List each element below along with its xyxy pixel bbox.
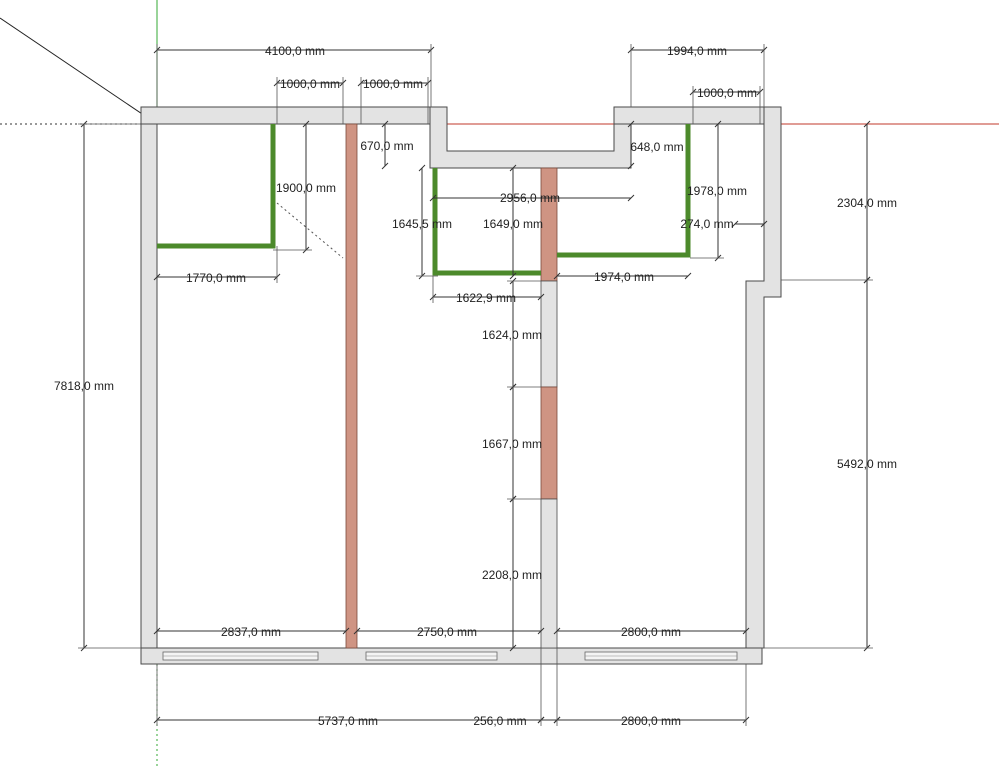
dim-wall-1667: 1667,0 mm [482, 437, 542, 451]
dim-right-5492-start-tick [863, 276, 871, 284]
dim-room-2837: 2837,0 mm [221, 625, 281, 639]
dim-niche-2956: 2956,0 mm [500, 191, 560, 205]
outer-walls [140, 106, 782, 665]
dim-niche-648: 648,0 mm [630, 140, 683, 154]
wall-niche [429, 106, 632, 169]
dim-niche-2956-end-tick [627, 194, 635, 202]
dim-box-1649: 1649,0 mm [483, 217, 543, 231]
dim-bottom-5737: 5737,0 mm [318, 714, 378, 728]
diagonal-dotted-line [276, 202, 344, 259]
partition-middle-top [540, 167, 558, 282]
bathroom-middle-wall [432, 168, 541, 276]
dim-top-1000-a: 1000,0 mm [280, 77, 340, 91]
dim-bottom-256: 256,0 mm [473, 714, 526, 728]
dim-room-2800: 2800,0 mm [621, 625, 681, 639]
bathroom-right-wall [557, 124, 691, 258]
dim-top-1994: 1994,0 mm [667, 44, 727, 58]
dim-room-2750-end-tick [537, 627, 545, 635]
dim-room-1978: 1978,0 mm [687, 184, 747, 198]
dim-bath-1900: 1900,0 mm [276, 181, 336, 195]
wall-top-right [613, 106, 782, 125]
partition-left [345, 123, 358, 649]
dim-room-2800-end-tick [742, 627, 750, 635]
dim-room-2837-start-tick [153, 627, 161, 635]
dim-box-1649-end-tick [509, 272, 517, 280]
dim-box-1622: 1622,9 mm [456, 291, 516, 305]
dim-niche-2956-start-tick [429, 194, 437, 202]
dim-niche-648-start-tick [627, 120, 635, 128]
partition-middle-gray-1 [540, 280, 558, 388]
dim-box-1974-end-tick [684, 272, 692, 280]
wall-left [140, 106, 158, 649]
dim-box-274-start-tick [731, 220, 739, 228]
dim-bath-1770: 1770,0 mm [186, 271, 246, 285]
dimension-lines [78, 44, 873, 726]
dim-box-1649-start-tick [509, 164, 517, 172]
dim-box-274-end-tick [760, 220, 768, 228]
dim-left-7818: 7818,0 mm [54, 379, 114, 393]
partition-middle-brick [540, 386, 558, 500]
dim-top-4100: 4100,0 mm [265, 44, 325, 58]
dim-box-1645-start-tick [418, 164, 426, 172]
dim-room-2837-end-tick [342, 627, 350, 635]
dim-wall-1624: 1624,0 mm [482, 328, 542, 342]
dimension-labels: 4100,0 mm 1994,0 mm 1000,0 mm 1000,0 mm … [54, 44, 897, 728]
dim-room-1978-start-tick [714, 120, 722, 128]
dim-right-2304-start-tick [863, 120, 871, 128]
wall-right [745, 106, 782, 649]
dim-right-2304: 2304,0 mm [837, 196, 897, 210]
dim-niche-648-end-tick [627, 162, 635, 170]
dim-box-1974: 1974,0 mm [594, 270, 654, 284]
dim-wall-2208-end-tick [509, 644, 517, 652]
bathroom-walls [157, 124, 691, 276]
dim-box-1622-end-tick [537, 293, 545, 301]
dim-box-1974-start-tick [553, 272, 561, 280]
dim-niche-670-end-tick [381, 162, 389, 170]
dim-room-2800-start-tick [553, 627, 561, 635]
dim-bath-1900-start-tick [302, 120, 310, 128]
dim-box-1645: 1645,5 mm [392, 217, 452, 231]
dim-niche-670: 670,0 mm [360, 139, 413, 153]
bathroom-left-wall [157, 124, 276, 249]
windows [162, 651, 738, 661]
dim-bottom-2800: 2800,0 mm [621, 714, 681, 728]
dim-box-274: 274,0 mm [680, 217, 733, 231]
dim-right-5492: 5492,0 mm [837, 457, 897, 471]
dim-top-1000-c: 1000,0 mm [697, 86, 757, 100]
dim-room-2750-start-tick [353, 627, 361, 635]
dim-room-2750: 2750,0 mm [417, 625, 477, 639]
dim-niche-670-start-tick [381, 120, 389, 128]
diagonal-guide-line [0, 17, 158, 125]
wall-top-left [140, 106, 448, 125]
partition-middle-gray-2 [540, 498, 558, 649]
partitions [345, 123, 558, 649]
dim-bath-1770-start-tick [153, 273, 161, 281]
dim-top-1000-b: 1000,0 mm [363, 77, 423, 91]
dim-wall-2208: 2208,0 mm [482, 568, 542, 582]
